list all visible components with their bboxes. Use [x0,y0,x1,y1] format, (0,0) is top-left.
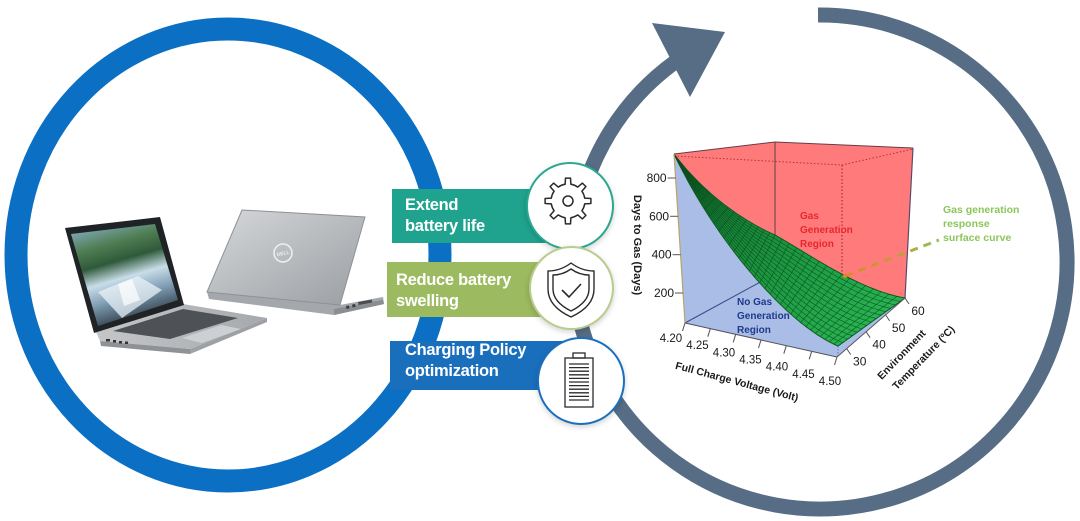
feature-label-charging-policy: Charging Policy optimization [405,340,526,382]
no-gas-region-label: No Gas [737,297,772,308]
x-tick-label: 4.35 [739,355,761,367]
no-gas-region-label: Region [737,325,771,336]
z-tick-label: 800 [647,171,667,185]
mesh-line [673,153,891,309]
z-tick-label: 600 [649,209,669,223]
y-axis-line [836,297,906,358]
y-tick-label: 30 [853,355,867,369]
x-tick-mark [834,356,838,366]
mesh-line [673,153,843,343]
shield-check-icon [547,262,595,318]
x-tick-mark [707,328,711,337]
mesh-line [673,153,862,330]
mesh-line [673,153,867,326]
z-axis-ticks: 200 400 600 800 [647,171,683,300]
x-tick-mark [783,345,787,354]
y-tick-mark [846,348,852,355]
y-axis-ticks: 30 40 50 60 [846,297,925,369]
x-axis-ticks: 4.20 4.25 4.30 4.35 4.40 4.45 4.50 [660,322,841,388]
feature-label-line: optimization [405,362,499,380]
no-gas-region-fill [674,154,905,357]
mesh-line [673,153,848,340]
x-tick-label: 4.45 [792,369,814,381]
gear-icon-hole [562,195,574,207]
z-axis-line [673,153,686,324]
mesh-line [673,153,872,323]
gas-region-fill [674,142,913,298]
feature-label-line: Charging Policy [405,341,527,359]
y-tick-label: 40 [872,338,886,352]
feature-label-line: Extend [405,196,459,214]
y-tick-mark [885,314,891,322]
feature-label-line: swelling [396,292,459,310]
y-tick-mark [904,297,910,305]
feature-card-charging-policy [390,341,565,390]
laptop-front-image [65,217,267,354]
battery-icon [564,352,594,408]
feature-label-reduce-battery-swelling: Reduce battery swelling [396,270,511,312]
x-tick-mark [758,339,762,349]
mesh-line [673,153,858,333]
box-right-edge [904,147,914,299]
response-surface-chart: Gas Generation Region No Gas Generation … [631,141,1019,404]
annotation-label: response [943,218,990,230]
x-tick-mark [808,351,813,360]
annotation-label: Gas generation [943,204,1019,216]
y-tick-label: 60 [911,304,925,318]
dell-logo-icon [273,243,293,263]
left-cycle-ring [4,17,452,493]
mesh-line [673,153,853,336]
gas-region-label: Gas [800,211,819,222]
x-tick-label: 4.50 [819,376,841,388]
battery-icon-circle [537,337,625,425]
dell-logo-text: DELL [276,250,290,259]
x-tick-label: 4.30 [713,347,735,359]
z-axis-title: Days to Gas (Days) [631,195,643,296]
mesh-line [673,153,886,312]
mesh-line [673,153,901,302]
surface-mesh [673,153,901,345]
laptop-rear-image: DELL [206,209,384,315]
gas-region-label: Generation [800,225,853,236]
cycle-arrowhead-icon [652,23,725,97]
mesh-line [673,153,896,306]
feature-label-extend-battery-life: Extend battery life [405,195,485,237]
gas-region-label: Region [800,239,834,250]
y-tick-mark [865,331,871,338]
x-tick-label: 4.40 [766,362,788,374]
no-gas-region-label: Generation [737,311,790,322]
x-tick-label: 4.25 [686,340,708,352]
z-tick-label: 400 [652,248,672,262]
x-tick-mark [732,334,737,343]
annotation-leader-line [844,238,940,278]
x-tick-mark [682,322,686,332]
z-tick-label: 200 [654,286,674,300]
mesh-line [673,153,877,319]
feature-label-line: battery life [405,217,485,235]
annotation-label: surface curve [943,232,1011,244]
feature-label-line: Reduce battery [396,271,512,289]
mesh-line [673,153,882,316]
y-tick-label: 50 [892,321,906,335]
annotation-anchor-dot [842,273,848,279]
x-tick-label: 4.20 [660,333,682,345]
gear-icon [544,177,592,225]
